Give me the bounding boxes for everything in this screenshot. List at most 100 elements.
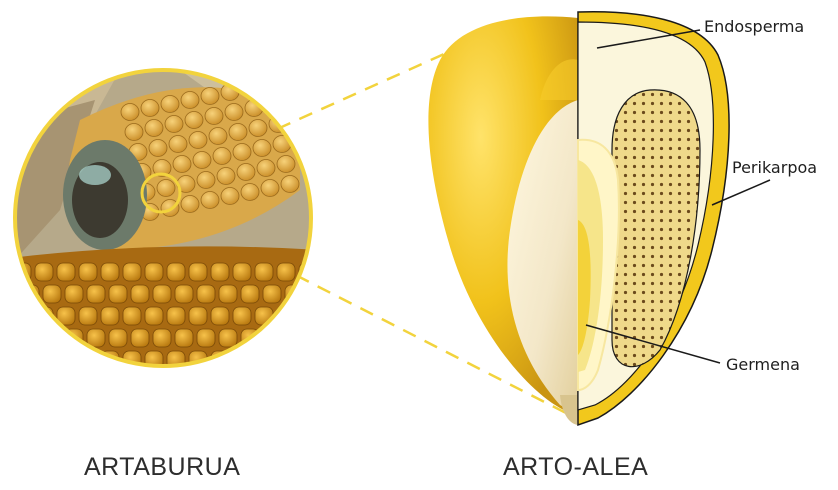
bottom-cob-kernel [197,285,215,303]
bottom-cob-kernel [167,263,185,281]
kernel-cross-section [578,12,729,425]
cob-kernel [173,156,191,173]
kernel-photo-half [428,16,578,425]
bottom-cob-kernel [241,285,259,303]
bottom-cob-kernel [219,329,237,347]
cob-kernel [229,124,247,141]
bottom-cob-kernel [13,307,31,325]
cob-kernel [149,140,167,157]
cob-kernel [265,96,283,113]
bottom-cob-kernel [233,351,251,369]
bottom-cob-kernel [255,263,273,281]
bottom-cob-kernel [263,329,281,347]
bottom-cob-kernel [189,263,207,281]
label-germ: Germena [726,355,800,374]
cob-kernel [141,100,159,117]
cob-kernel [261,180,279,197]
caption-cob: ARTABURUA [84,453,240,482]
bottom-cob-kernel [101,307,119,325]
bottom-cob-kernel [13,351,31,369]
bottom-cob-kernel [109,285,127,303]
bottom-cob-kernel [79,307,97,325]
cob-kernel [253,140,271,157]
cob-kernel [293,132,311,149]
cob-kernel [225,104,243,121]
label-pericarp: Perikarpoa [732,158,817,177]
bottom-cob-kernel [21,329,39,347]
cob-kernel [185,112,203,129]
bottom-cob-kernel [153,285,171,303]
bottom-cob-kernel [87,285,105,303]
bottom-cob-kernel [219,285,237,303]
bottom-cob-kernel [263,285,281,303]
bottom-cob-kernel [233,307,251,325]
bottom-cob-kernels [13,263,325,369]
bottom-cob-kernel [145,307,163,325]
cob-kernel [169,136,187,153]
cob-kernel [201,192,219,209]
bottom-cob-kernel [175,329,193,347]
cob-kernel [125,124,143,141]
bottom-cob-kernel [109,329,127,347]
bottom-cob-kernel [43,329,61,347]
bottom-cob-kernel [131,285,149,303]
cob-kernel [221,188,239,205]
dotted-endosperm [612,90,700,367]
bottom-cob-kernel [123,263,141,281]
cob-kernel [205,108,223,125]
cob-kernel [241,184,259,201]
cob-kernel [285,92,303,109]
bottom-cob-kernel [175,285,193,303]
bottom-cob-kernel [299,307,317,325]
bottom-cob-kernel [307,329,325,347]
cob-kernel [213,148,231,165]
bottom-cob-kernel [79,351,97,369]
cob-kernel [257,160,275,177]
bottom-cob-kernel [65,285,83,303]
bottom-cob-kernel [57,351,75,369]
bottom-cob-kernel [197,329,215,347]
cob-kernel [237,164,255,181]
cob-kernel [197,172,215,189]
cob-kernel [209,128,227,145]
cob-kernel [289,112,307,129]
bottom-cob-kernel [189,307,207,325]
cob-kernel [165,116,183,133]
bottom-cob-kernel [255,351,273,369]
bottom-cob-kernel [277,351,295,369]
cob-kernel [201,88,219,105]
cob-kernel [281,176,299,193]
caption-kernel: ARTO-ALEA [503,453,648,482]
cob-kernel [189,132,207,149]
cob-kernel [277,156,295,173]
bottom-cob-kernel [131,329,149,347]
cob-kernel [181,196,199,213]
bottom-cob-kernel [285,329,303,347]
cob-kernel [121,104,139,121]
cob-kernel [249,120,267,137]
bottom-cob-kernel [299,351,317,369]
bottom-cob-kernel [35,263,53,281]
bottom-cob-kernel [167,307,185,325]
bottom-cob-kernel [57,263,75,281]
bottom-cob-kernel [123,307,141,325]
bottom-cob-kernel [211,263,229,281]
cob-kernel [217,168,235,185]
bottom-cob-kernel [153,329,171,347]
cob-kernel [157,180,175,197]
cob-kernel [161,96,179,113]
bottom-cob-kernel [233,263,251,281]
bottom-cob-kernel [211,307,229,325]
bottom-cob-kernel [35,351,53,369]
label-endosperm: Endosperma [704,17,804,36]
bottom-cob-kernel [79,263,97,281]
bottom-cob-kernel [43,285,61,303]
bottom-cob-kernel [277,263,295,281]
bottom-cob-kernel [145,263,163,281]
cob-kernel [261,76,279,93]
cob-kernel [193,152,211,169]
cob-kernel [281,72,299,89]
cob-kernel [181,92,199,109]
cob-kernel [145,120,163,137]
